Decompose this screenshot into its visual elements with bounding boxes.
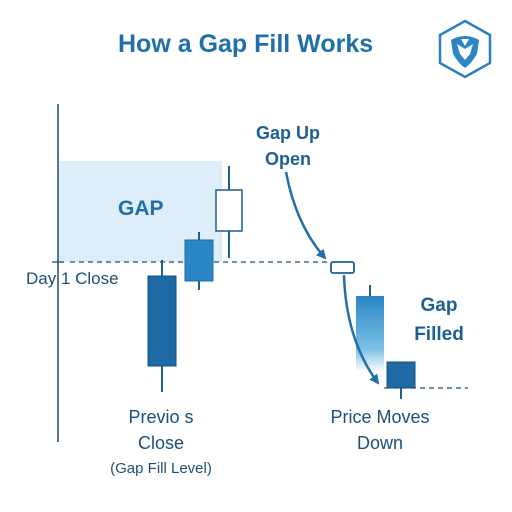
gap-filled-line1: Gap [420,295,458,316]
previous-close-label: Previo s Close (Gap Fill Level) [86,404,236,482]
day1-close-label: Day 1 Close [26,269,119,288]
gap-label: GAP [118,197,164,220]
gap-up-line2: Open [264,149,311,169]
previous-close-candle [147,260,177,392]
move-down-arrow [342,274,380,385]
prev-line2: Close [137,433,185,453]
gap-filled-candle [386,361,416,399]
gap-up-open-label: Gap Up Open [240,120,336,172]
gap-up-line1: Gap Up [255,123,320,143]
moves-line2: Down [356,433,404,453]
gap-up-candle [215,166,243,258]
price-moves-down-label: Price Moves Down [314,404,446,456]
gap-up-arrow [284,171,327,260]
day1-candle [184,232,214,290]
gap-up-open-marker [330,261,355,274]
moves-line1: Price Moves [330,407,430,427]
shield-helmet-logo-icon [438,19,492,79]
page-title: How a Gap Fill Works [118,30,374,58]
gap-filled-line2: Filled [414,324,464,345]
gap-filled-label: Gap Filled [408,291,470,349]
prev-line1: Previo s [128,407,194,427]
price-moves-down-candle [356,285,384,372]
prev-line3: (Gap Fill Level) [110,460,212,477]
